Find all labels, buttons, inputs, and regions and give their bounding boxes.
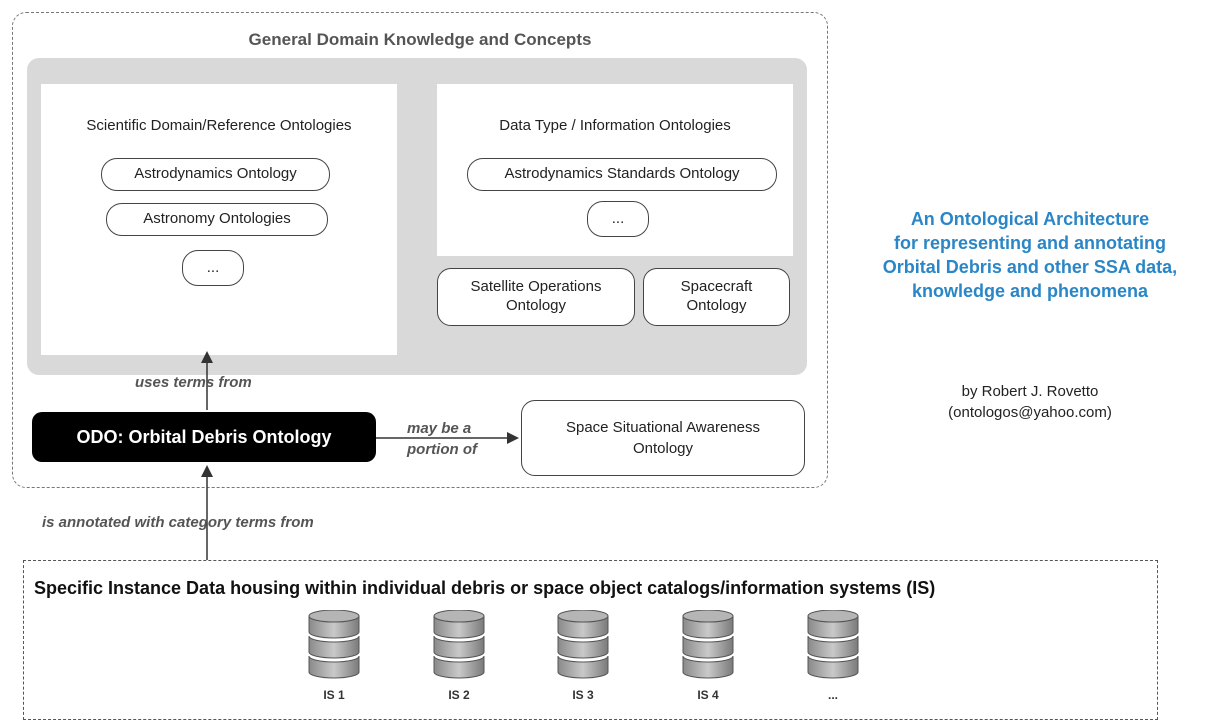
database-icon [433,609,485,679]
spacecraft-ontology-node: Spacecraft Ontology [643,268,790,326]
odo-node: ODO: Orbital Debris Ontology [32,412,376,462]
database-label: ... [827,688,838,702]
author-name: by Robert J. Rovetto [961,383,1099,400]
satellite-operations-line2: Ontology [505,297,567,314]
ssa-line2: Ontology [632,440,694,457]
author-email: (ontologos@yahoo.com) [948,404,1112,421]
scientific-ontologies-heading: Scientific Domain/Reference Ontologies [86,117,352,134]
instance-data-title: Specific Instance Data housing within in… [34,578,936,598]
author-credit: by Robert J. Rovetto (ontologos@yahoo.co… [880,381,1180,423]
ssa-ontology-node: Space Situational Awareness Ontology [521,400,805,476]
data-type-more-node: ... [587,201,649,237]
database-item [431,609,487,687]
database-item [805,609,861,687]
database-icon [308,609,360,679]
database-item [306,609,362,687]
general-domain-container [12,12,828,488]
uses-terms-label: uses terms from [135,374,252,391]
spacecraft-line2: Ontology [686,297,747,314]
database-label: IS 4 [697,688,719,702]
database-label: IS 1 [323,688,345,702]
portion-of-line2: portion of [407,441,477,458]
portion-of-line1: may be a [407,420,472,437]
architecture-line4: knowledge and phenomena [911,281,1149,301]
astrodynamics-standards-node: Astrodynamics Standards Ontology [467,158,777,191]
architecture-line2: for representing and annotating [893,233,1166,253]
database-icon [682,609,734,679]
portion-of-label: may be a portion of [407,418,477,460]
satellite-operations-line1: Satellite Operations [470,278,602,296]
architecture-line1: An Ontological Architecture [910,209,1150,229]
scientific-more-node: ... [182,250,244,286]
database-icon [557,609,609,679]
database-label: IS 2 [448,688,470,702]
annotated-with-label: is annotated with category terms from [42,514,314,531]
data-type-ontologies-heading: Data Type / Information Ontologies [499,117,731,134]
database-label: IS 3 [572,688,594,702]
ssa-line1: Space Situational Awareness [565,419,761,436]
satellite-operations-ontology-node: Satellite Operations Ontology [437,268,635,326]
database-item [555,609,611,687]
database-item [680,609,736,687]
general-domain-title: General Domain Knowledge and Concepts [248,30,592,49]
architecture-line3: Orbital Debris and other SSA data, [882,257,1178,277]
architecture-title: An Ontological Architecture for represen… [840,207,1220,303]
astrodynamics-ontology-node: Astrodynamics Ontology [101,158,330,191]
astronomy-ontologies-node: Astronomy Ontologies [106,203,328,236]
spacecraft-line1: Spacecraft [680,278,753,296]
database-icon [807,609,859,679]
